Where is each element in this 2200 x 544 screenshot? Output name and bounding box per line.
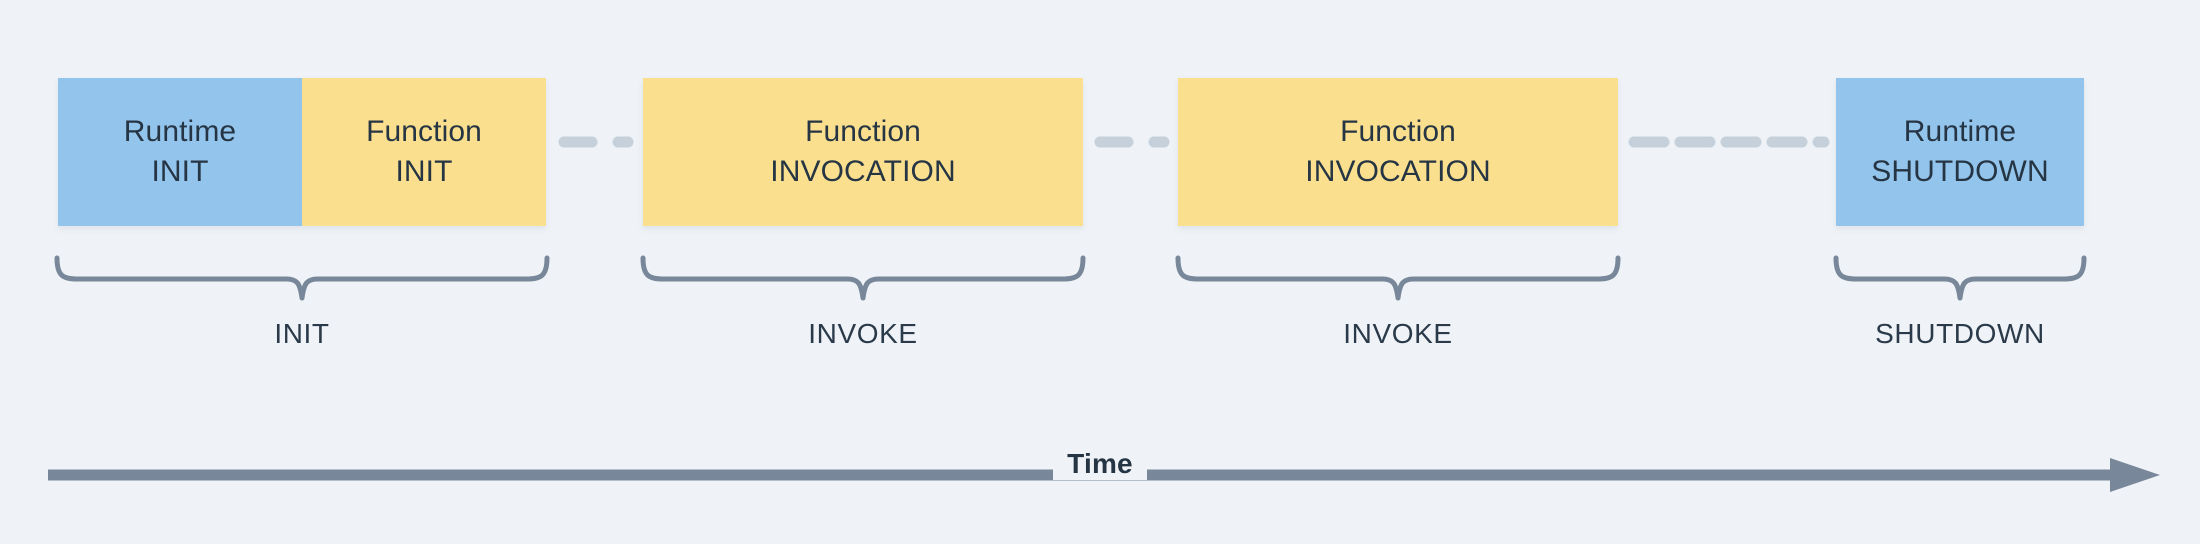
brace-init [52,252,552,304]
dashed-connector-1 [556,136,636,148]
block-line2: INVOCATION [770,155,956,188]
phase-blocks-row: Runtime INIT Function INIT Function INVO… [0,78,2200,226]
dashed-connector-2 [1092,136,1172,148]
phase-label-invoke-2: INVOKE [1343,318,1453,349]
phase-group-invoke-1[interactable]: Function INVOCATION [643,78,1083,226]
block-line1: Function [805,115,921,149]
phase-label-shutdown: SHUTDOWN [1875,318,2045,349]
dashed-connector-3 [1626,136,1832,148]
block-runtime-shutdown[interactable]: Runtime SHUTDOWN [1836,78,2084,226]
block-function-invocation-2[interactable]: Function INVOCATION [1178,78,1618,226]
block-line2: SHUTDOWN [1871,155,2049,188]
phase-braces-row [0,252,2200,304]
block-line2: INVOCATION [1305,155,1491,188]
block-line1: Function [366,115,482,149]
block-function-invocation-1[interactable]: Function INVOCATION [643,78,1083,226]
block-line1: Runtime [1903,115,2017,149]
phase-label-invoke-1: INVOKE [808,318,918,349]
block-line1: Function [1340,115,1456,149]
phase-label-init: INIT [274,318,330,349]
brace-invoke-2 [1173,252,1623,304]
block-function-init[interactable]: Function INIT [302,78,546,226]
phase-group-shutdown[interactable]: Runtime SHUTDOWN [1836,78,2084,226]
phase-group-init[interactable]: Runtime INIT Function INIT [58,78,546,226]
block-runtime-init[interactable]: Runtime INIT [58,78,302,226]
brace-invoke-1 [638,252,1088,304]
brace-shutdown [1831,252,2089,304]
phase-group-invoke-2[interactable]: Function INVOCATION [1178,78,1618,226]
block-line2: INIT [151,155,209,188]
block-line2: INIT [395,155,453,188]
time-axis [0,445,2200,505]
block-line1: Runtime [123,115,237,149]
